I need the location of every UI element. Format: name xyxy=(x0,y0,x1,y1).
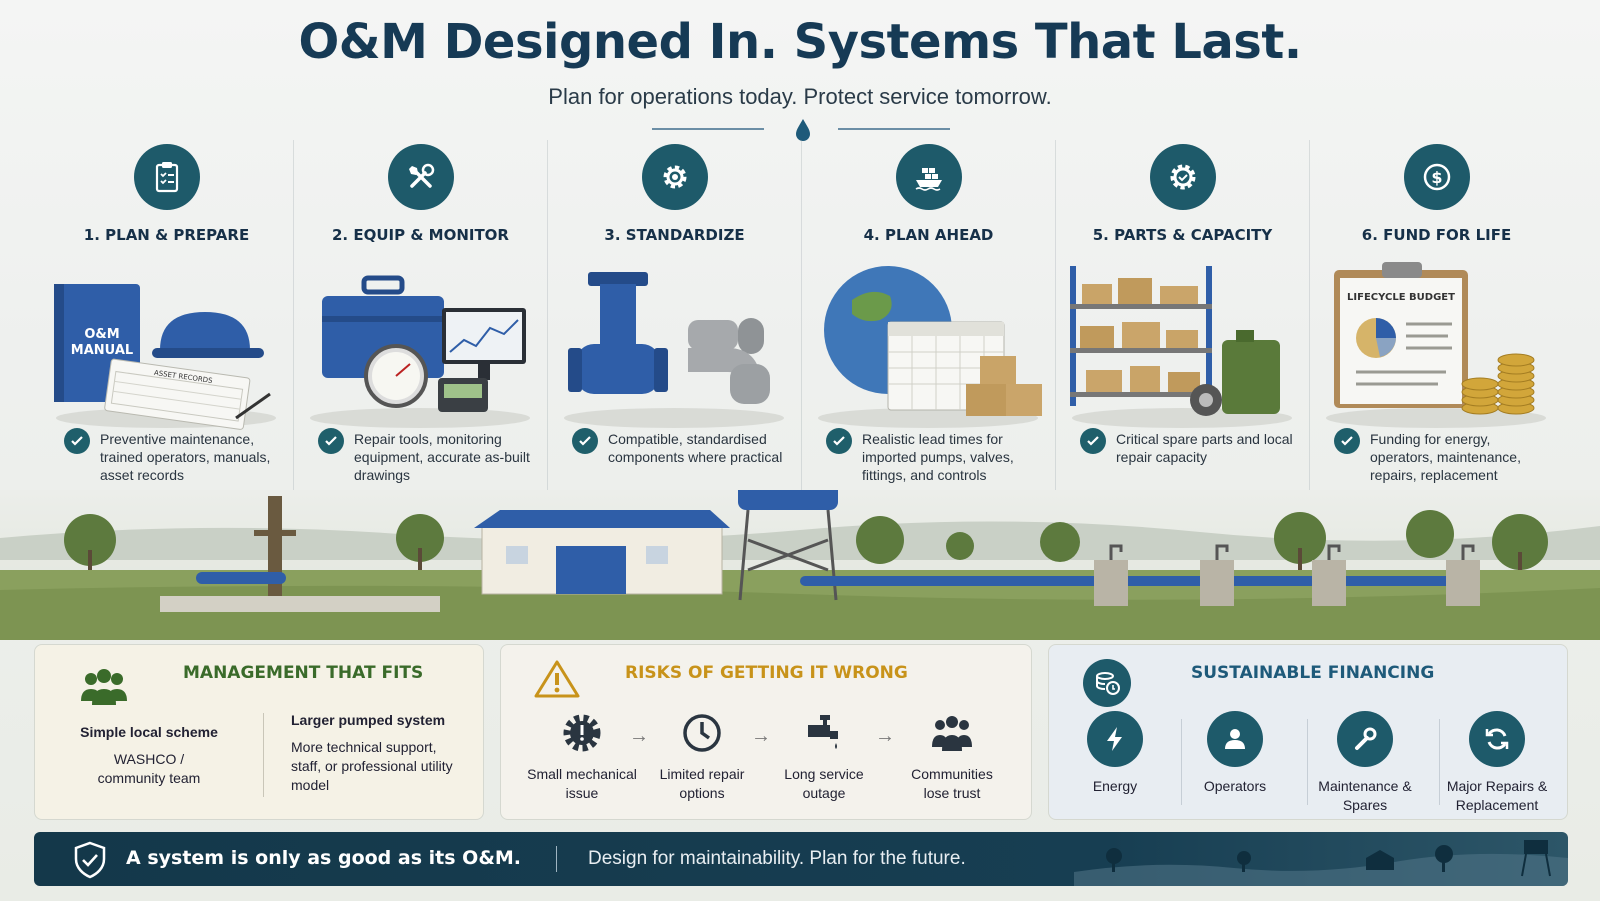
tools-icon xyxy=(387,144,454,210)
simple-scheme: Simple local scheme WASHCO / community t… xyxy=(80,724,218,786)
operator-person-icon xyxy=(1207,711,1263,767)
step-standardize: 3. STANDARDIZE Compatible, standardised … xyxy=(548,140,802,500)
refresh-cycle-icon xyxy=(1469,711,1525,767)
lightning-bolt-icon xyxy=(1087,711,1143,767)
step-title: 5. PARTS & CAPACITY xyxy=(1092,226,1273,244)
risks-title: RISKS OF GETTING IT WRONG xyxy=(625,663,908,683)
illustration-spare-parts-shelf xyxy=(1056,260,1309,430)
step-title: 6. FUND FOR LIFE xyxy=(1361,226,1512,244)
risk-item: Communities lose trust xyxy=(897,711,1007,803)
shield-check-icon xyxy=(74,841,106,879)
risk-item: Limited repair options xyxy=(647,711,757,803)
step-description: Funding for energy, operators, maintenan… xyxy=(1334,428,1553,484)
cargo-ship-icon xyxy=(895,144,962,210)
step-title: 4. PLAN AHEAD xyxy=(863,226,994,244)
step-description: Preventive maintenance, trained operator… xyxy=(64,428,283,484)
water-system-landscape xyxy=(0,490,1600,640)
financing-panel: SUSTAINABLE FINANCING Energy Operators M… xyxy=(1048,644,1568,820)
management-title: MANAGEMENT THAT FITS xyxy=(183,663,424,683)
footer-divider xyxy=(556,846,557,872)
risk-item: Small mechanical issue xyxy=(527,711,637,803)
financing-item: Operators xyxy=(1175,711,1295,796)
water-tap-icon xyxy=(808,715,838,749)
gear-warning-icon xyxy=(563,714,601,752)
illustration-globe-calendar xyxy=(802,260,1055,430)
clock-icon xyxy=(683,714,721,752)
management-panel: MANAGEMENT THAT FITS Simple local scheme… xyxy=(34,644,484,820)
check-icon xyxy=(1080,428,1106,454)
step-description: Compatible, standardised components wher… xyxy=(572,428,791,466)
warning-icon xyxy=(534,660,580,698)
water-drop-icon xyxy=(796,119,810,141)
arrow-right-icon: → xyxy=(629,725,649,747)
illustration-toolbox-monitor xyxy=(294,260,547,430)
illustration-pipe-fittings xyxy=(548,260,801,430)
check-icon xyxy=(64,428,90,454)
check-icon xyxy=(1334,428,1360,454)
financing-divider xyxy=(1439,719,1440,805)
step-title: 3. STANDARDIZE xyxy=(604,226,745,244)
footer-message: Design for maintainability. Plan for the… xyxy=(588,848,966,869)
budget-label: LIFECYCLE BUDGET xyxy=(1347,292,1455,303)
illustration-lifecycle-budget: LIFECYCLE BUDGET xyxy=(1310,260,1563,430)
page-subtitle: Plan for operations today. Protect servi… xyxy=(548,84,1052,109)
step-description: Realistic lead times for imported pumps,… xyxy=(826,428,1045,484)
footer-banner: A system is only as good as its O&M. Des… xyxy=(34,832,1568,886)
arrow-right-icon: → xyxy=(751,725,771,747)
risk-item: Long service outage xyxy=(769,711,879,803)
financing-item: Major Repairs & Replacement xyxy=(1437,711,1557,815)
financing-item: Energy xyxy=(1055,711,1175,796)
page-title: O&M Designed In. Systems That Last. xyxy=(298,14,1302,70)
community-people-icon xyxy=(932,716,972,751)
financing-title: SUSTAINABLE FINANCING xyxy=(1191,663,1435,683)
arrow-right-icon: → xyxy=(875,725,895,747)
financing-divider xyxy=(1181,719,1182,805)
step-title: 1. PLAN & PREPARE xyxy=(83,226,250,244)
footer-tagline: A system is only as good as its O&M. xyxy=(126,847,522,869)
step-description: Repair tools, monitoring equipment, accu… xyxy=(318,428,537,484)
check-icon xyxy=(826,428,852,454)
check-icon xyxy=(318,428,344,454)
gear-badge-icon xyxy=(1149,144,1216,210)
dollar-coin-icon: $ xyxy=(1403,144,1470,210)
step-equip-monitor: 2. EQUIP & MONITOR Repair tools, monitor… xyxy=(294,140,548,500)
financing-divider xyxy=(1307,719,1308,805)
check-icon xyxy=(572,428,598,454)
step-description: Critical spare parts and local repair ca… xyxy=(1080,428,1299,466)
step-parts-capacity: 5. PARTS & CAPACITY Critical spare parts… xyxy=(1056,140,1310,500)
risks-panel: RISKS OF GETTING IT WRONG Small mechanic… xyxy=(500,644,1032,820)
wrench-icon xyxy=(1337,711,1393,767)
larger-system: Larger pumped system More technical supp… xyxy=(291,712,453,793)
step-plan-ahead: 4. PLAN AHEAD Realistic lead times fo xyxy=(802,140,1056,500)
svg-text:$: $ xyxy=(1431,168,1442,187)
footer-skyline-decoration xyxy=(1074,840,1568,886)
clipboard-checklist-icon xyxy=(133,144,200,210)
step-title: 2. EQUIP & MONITOR xyxy=(332,226,509,244)
title-divider xyxy=(0,118,1600,144)
financing-item: Maintenance & Spares xyxy=(1305,711,1425,815)
gear-icon xyxy=(641,144,708,210)
management-divider xyxy=(263,713,264,797)
step-fund-for-life: $ 6. FUND FOR LIFE LIFECYCLE BUDGET xyxy=(1310,140,1563,500)
community-group-icon xyxy=(81,669,127,705)
header: O&M Designed In. Systems That Last. Plan… xyxy=(0,14,1600,110)
coins-stack-icon xyxy=(1083,659,1131,707)
